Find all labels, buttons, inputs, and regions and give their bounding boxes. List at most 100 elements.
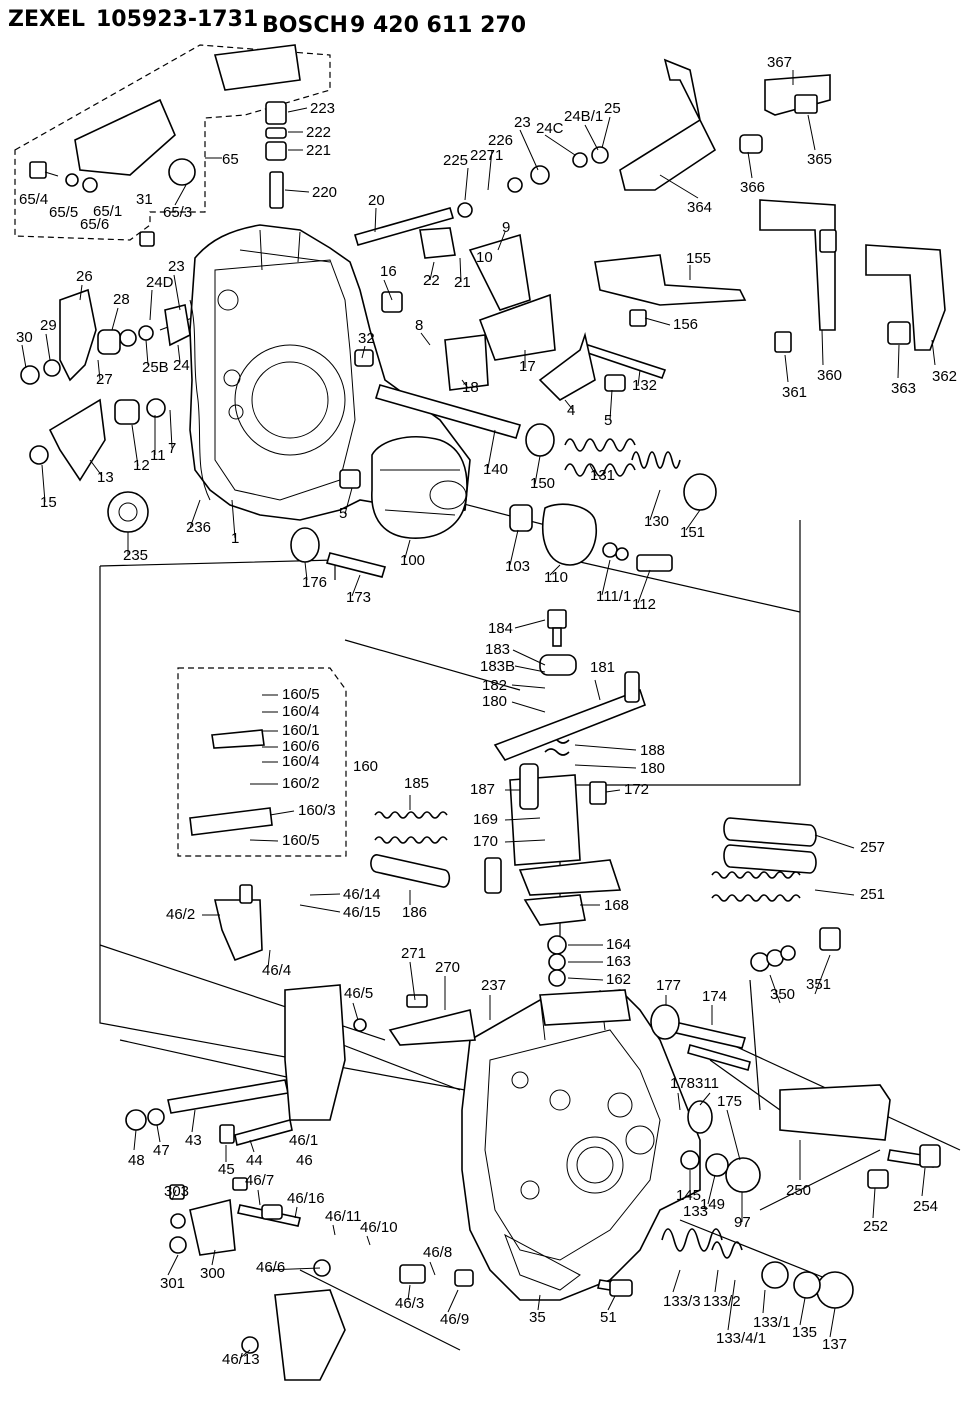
part-label: 8 (415, 317, 423, 334)
part-label: 46/4 (262, 962, 291, 979)
part-label: 21 (454, 274, 471, 291)
part-label: 5 (604, 412, 612, 429)
part-label: 367 (767, 54, 792, 71)
part-label: 222 (306, 124, 331, 141)
part-label: 133/1 (753, 1314, 791, 1331)
part-label: 180 (640, 760, 665, 777)
part-label: 26 (76, 268, 93, 285)
part-label: 133/4/1 (716, 1330, 766, 1347)
part-label: 311 (695, 1075, 719, 1092)
part-label: 25 (604, 100, 621, 117)
part-label: 1 (231, 530, 239, 547)
shafts (167, 207, 936, 1294)
part-label: 183 (485, 641, 510, 658)
leader-lines (21, 70, 936, 1359)
part-label: 46/3 (395, 1295, 424, 1312)
part-label: 160/2 (282, 775, 320, 792)
part-label: 2271 (470, 147, 503, 164)
part-label: 46/16 (287, 1190, 325, 1207)
part-label: 184 (488, 620, 513, 637)
part-label: 257 (860, 839, 885, 856)
part-label: 43 (185, 1132, 202, 1149)
part-label: 168 (604, 897, 629, 914)
zexel-brand: ZEXEL (8, 7, 85, 32)
part-label: 46/14 (343, 886, 381, 903)
part-label: 149 (700, 1196, 725, 1213)
part-label: 150 (530, 475, 555, 492)
part-label: 24B/1 (564, 108, 603, 125)
part-label: 65/5 (49, 204, 78, 221)
part-label: 46/7 (245, 1172, 274, 1189)
header: ZEXEL 105923-1731 BOSCH 9 420 611 270 (8, 7, 526, 38)
callout-labels: 223 222 221 220 65 65/3 65/4 65/5 65/1 6… (16, 54, 957, 1368)
part-label: 163 (606, 953, 631, 970)
part-label: 17 (519, 358, 536, 375)
part-label: 235 (123, 547, 148, 564)
part-label: 20 (368, 192, 385, 209)
part-label: 46 (296, 1152, 313, 1169)
part-label: 186 (402, 904, 427, 921)
part-label: 271 (401, 945, 426, 962)
part-label: 140 (483, 461, 508, 478)
part-label: 350 (770, 986, 795, 1003)
part-label: 28 (113, 291, 130, 308)
part-label: 46/9 (440, 1311, 469, 1328)
part-label: 160/5 (282, 686, 320, 703)
part-label: 65/1 (93, 203, 122, 220)
part-label: 160/1 (282, 722, 320, 739)
part-label: 180 (482, 693, 507, 710)
part-label: 254 (913, 1198, 938, 1215)
part-label: 65/3 (163, 204, 192, 221)
part-label: 270 (435, 959, 460, 976)
part-label: 364 (687, 199, 712, 216)
part-label: 110 (544, 569, 568, 586)
part-label: 300 (200, 1265, 225, 1282)
part-label: 45 (218, 1161, 235, 1178)
part-label: 18 (462, 379, 479, 396)
part-label: 183B (480, 658, 515, 675)
assembly-outline-160 (177, 667, 347, 857)
part-label: 44 (246, 1152, 263, 1169)
part-label: 250 (786, 1182, 811, 1199)
part-label: 169 (473, 811, 498, 828)
part-label: 5 (339, 505, 347, 522)
part-label: 46/1 (289, 1132, 318, 1149)
part-label: 65/4 (19, 191, 48, 208)
part-label: 103 (505, 558, 530, 575)
levers (48, 44, 946, 1381)
part-label: 13 (97, 469, 114, 486)
part-label: 182 (482, 677, 507, 694)
part-label: 4 (567, 402, 575, 419)
part-label: 22 (423, 272, 440, 289)
bosch-part-number: 9 420 611 270 (350, 13, 526, 38)
part-label: 155 (686, 250, 711, 267)
part-label: 100 (400, 552, 425, 569)
part-label: 185 (404, 775, 429, 792)
part-label: 16 (380, 263, 397, 280)
part-label: 24C (536, 120, 564, 137)
part-label: 65/6 (80, 216, 109, 233)
part-label: 220 (312, 184, 337, 201)
part-label: 31 (136, 191, 153, 208)
zexel-part-number: 105923-1731 (96, 7, 258, 32)
part-label: 164 (606, 936, 631, 953)
cylinders (290, 423, 817, 1134)
part-label: 361 (782, 384, 807, 401)
part-label: 252 (863, 1218, 888, 1235)
part-label: 35 (529, 1309, 546, 1326)
part-label: 176 (302, 574, 327, 591)
part-label: 175 (717, 1093, 742, 1110)
part-label: 11 (150, 447, 166, 464)
part-label: 25B (142, 359, 169, 376)
part-label: 251 (860, 886, 885, 903)
part-label: 172 (624, 781, 649, 798)
part-label: 160/4 (282, 753, 320, 770)
part-label: 145 (676, 1187, 701, 1204)
part-label: 237 (481, 977, 506, 994)
part-label: 132 (632, 377, 657, 394)
part-label: 32 (358, 330, 375, 347)
part-label: 160/5 (282, 832, 320, 849)
part-label: 187 (470, 781, 495, 798)
part-label: 170 (473, 833, 498, 850)
part-label: 27 (96, 371, 113, 388)
